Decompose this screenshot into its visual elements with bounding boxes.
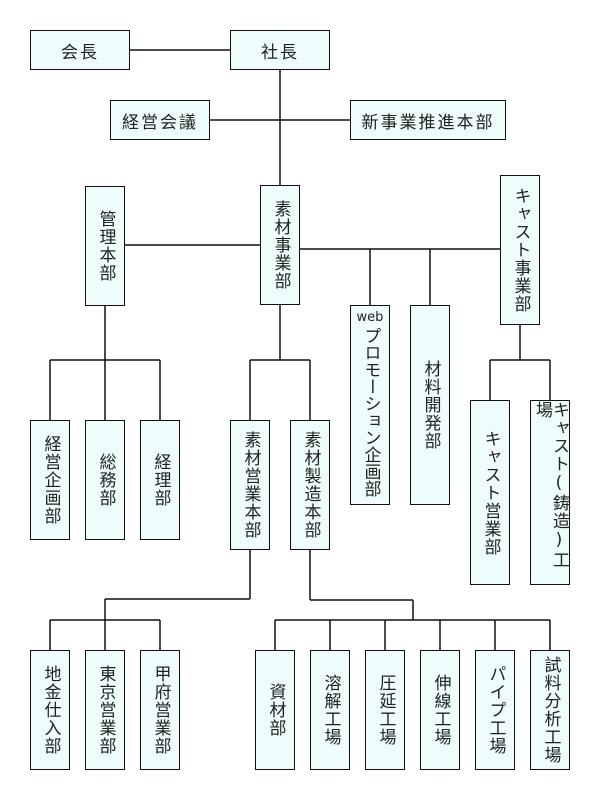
kofu-sales-label: 甲府営業部	[150, 665, 171, 755]
wire-drawing-factory-label: 伸線工場	[430, 674, 451, 746]
materials-division-label: 素材事業部	[270, 200, 291, 290]
materials-dev-box: 材料開発部	[410, 305, 450, 505]
general-affairs-label: 総務部	[95, 453, 116, 507]
cast-factory-label: キャスト(鋳造)工場	[532, 401, 569, 569]
management-meeting-box: 経営会議	[110, 100, 210, 140]
president-label: 社長	[261, 42, 299, 63]
materials-supply-label: 資材部	[265, 683, 286, 737]
materials-dev-label: 材料開発部	[420, 360, 441, 450]
sales-hq-label: 素材営業本部	[240, 431, 261, 539]
sales-child-box: 地金仕入部	[30, 650, 70, 770]
mfg-child-box: 圧延工場	[365, 650, 405, 770]
rolling-factory-label: 圧延工場	[375, 674, 396, 746]
admin-child-box: 経理部	[140, 420, 180, 540]
sales-child-box: 甲府営業部	[140, 650, 180, 770]
chairman-box: 会長	[30, 30, 130, 70]
bullion-purchase-label: 地金仕入部	[40, 665, 61, 755]
mfg-child-box: 試料分析工場	[530, 650, 570, 770]
materials-division-box: 素材事業部	[260, 185, 300, 305]
melting-factory-label: 溶解工場	[320, 674, 341, 746]
new-business-hq-box: 新事業推進本部	[350, 100, 506, 140]
management-meeting-label: 経営会議	[122, 112, 198, 133]
admin-hq-box: 管理本部	[85, 186, 125, 306]
sample-analysis-factory-label: 試料分析工場	[540, 656, 561, 764]
cast-division-label: キャスト事業部	[510, 187, 531, 313]
mfg-child-box: パイプ工場	[475, 650, 515, 770]
mfg-child-box: 資材部	[255, 650, 295, 770]
tokyo-sales-label: 東京営業部	[95, 665, 116, 755]
manufacturing-hq-box: 素材製造本部	[290, 420, 330, 550]
admin-child-box: 経営企画部	[30, 420, 70, 540]
cast-sales-label: キャスト営業部	[480, 429, 501, 556]
cast-sales-box: キャスト営業部	[470, 400, 510, 585]
president-box: 社長	[230, 30, 330, 70]
web-promotion-label: プロモーション企画部	[360, 327, 381, 497]
accounting-label: 経理部	[150, 453, 171, 507]
admin-hq-label: 管理本部	[95, 210, 116, 282]
sales-hq-box: 素材営業本部	[230, 420, 270, 550]
corporate-planning-label: 経営企画部	[40, 435, 61, 525]
cast-factory-box: キャスト(鋳造)工場	[530, 400, 570, 585]
pipe-factory-label: パイプ工場	[485, 665, 506, 755]
mfg-child-box: 溶解工場	[310, 650, 350, 770]
mfg-child-box: 伸線工場	[420, 650, 460, 770]
sales-child-box: 東京営業部	[85, 650, 125, 770]
admin-child-box: 総務部	[85, 420, 125, 540]
new-business-hq-label: 新事業推進本部	[361, 112, 495, 133]
manufacturing-hq-label: 素材製造本部	[300, 431, 321, 539]
cast-division-box: キャスト事業部	[500, 175, 540, 325]
chairman-label: 会長	[61, 42, 99, 63]
web-prefix-label: web	[356, 310, 384, 325]
web-promotion-box: web プロモーション企画部	[350, 305, 390, 505]
